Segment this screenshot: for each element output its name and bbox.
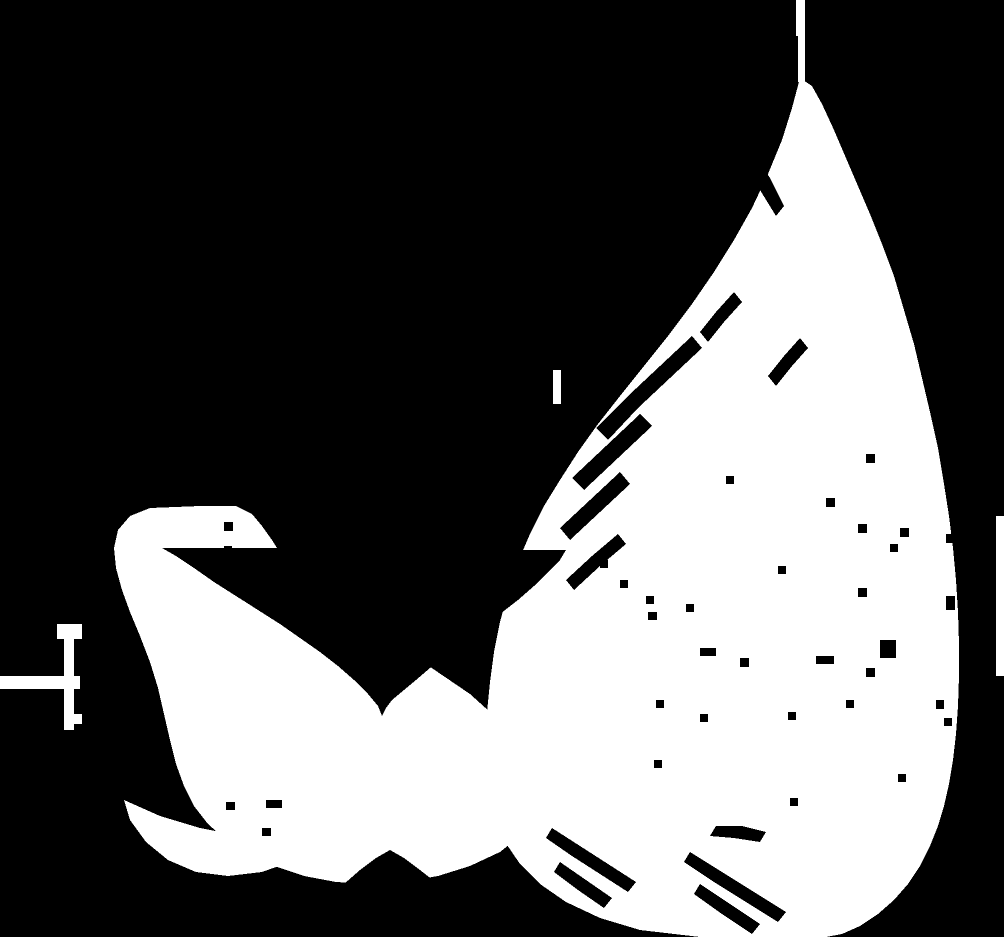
waist-upper-wedge <box>162 548 566 716</box>
crosshair-marker-icon <box>0 624 82 730</box>
lower-left-tail-shape <box>124 800 300 876</box>
crosshair-cap-bottom <box>64 714 82 724</box>
tick-mark-upper-icon <box>553 370 561 404</box>
foreground-mask-group <box>114 0 959 937</box>
right-edge-notch-lower <box>960 700 1004 746</box>
black-carveouts-group <box>160 132 1004 937</box>
antenna-line-lower-icon <box>798 34 805 82</box>
right-edge-notch-upper <box>960 480 1004 516</box>
right-edge-sliver <box>996 516 1004 676</box>
crosshair-horizontal-stroke <box>0 676 80 689</box>
right-edge-notch-mid <box>960 516 996 676</box>
speckle-noise <box>160 454 955 836</box>
upper-diagonal-streaks <box>560 132 808 590</box>
waist-lower-wedge <box>330 850 492 937</box>
peak-triangle-shape <box>486 78 959 937</box>
lower-diagonal-streaks <box>546 826 786 934</box>
antenna-line-icon <box>796 0 805 36</box>
left-lobe-shape <box>114 506 520 884</box>
markers-group <box>0 370 1004 730</box>
